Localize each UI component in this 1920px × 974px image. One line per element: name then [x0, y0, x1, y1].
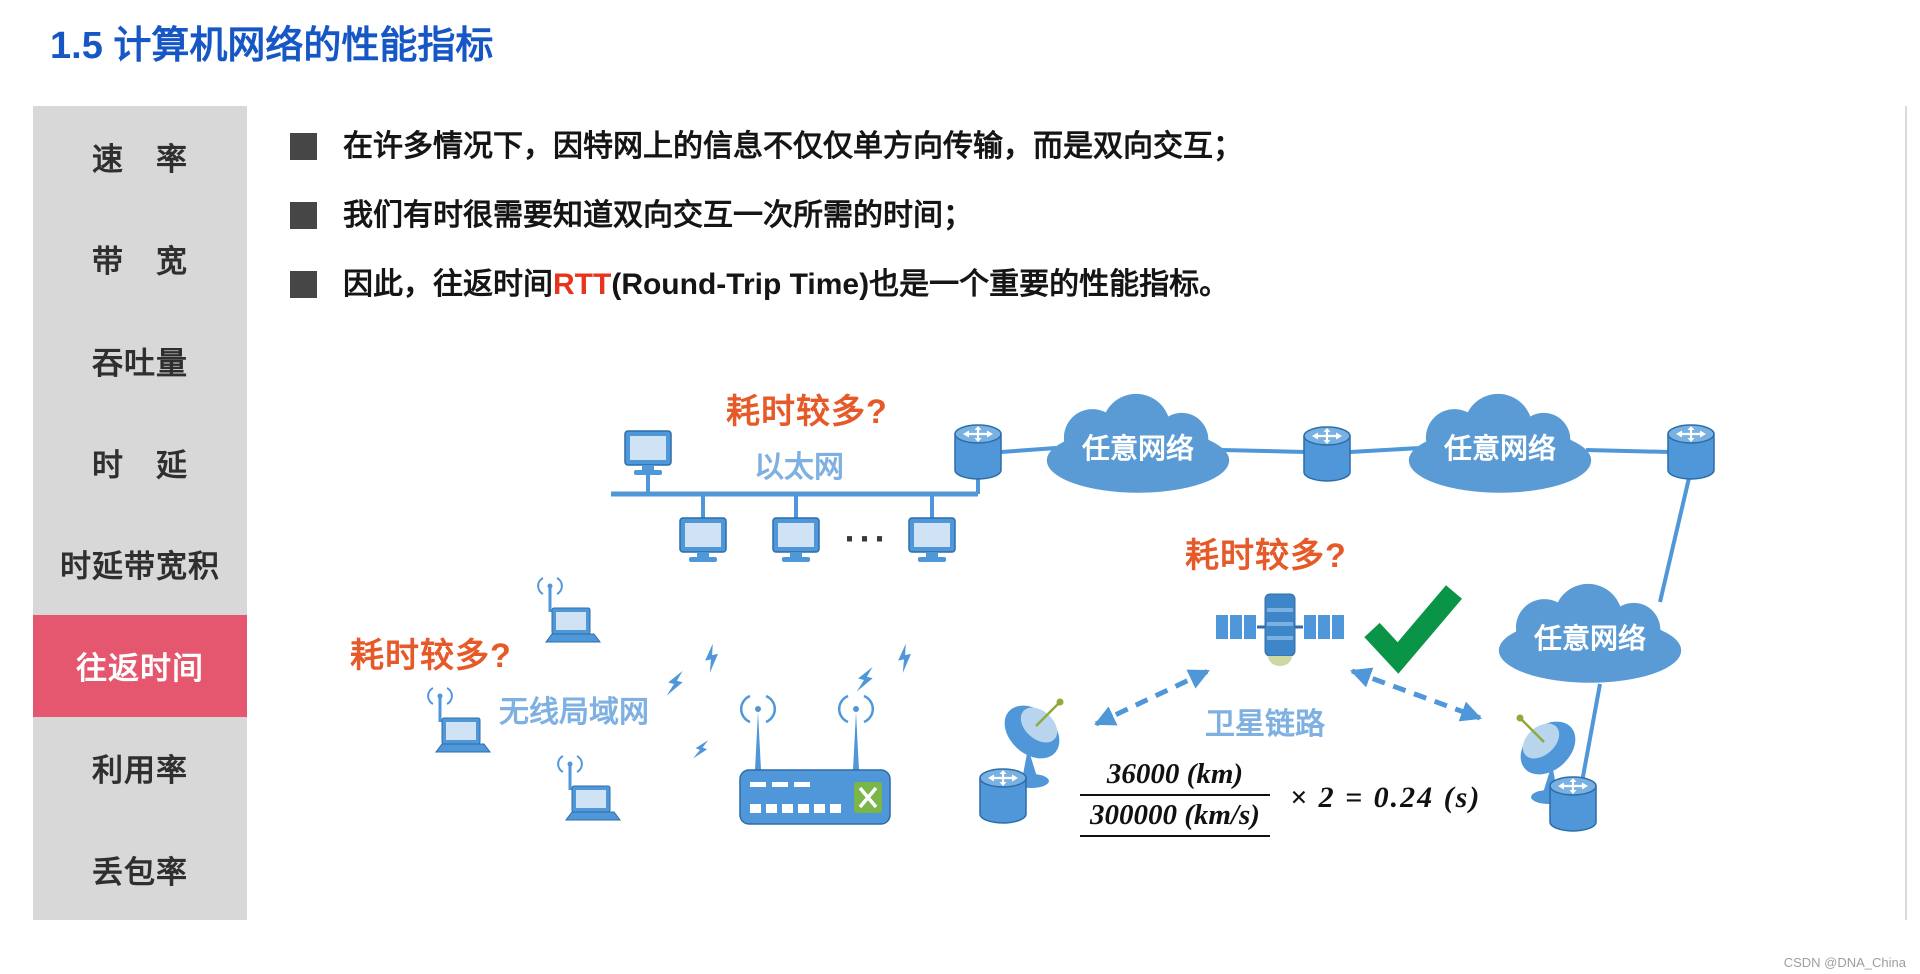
- ap-antenna-icon: [739, 694, 777, 772]
- bullet-square-icon: [290, 133, 317, 160]
- router-icon: [953, 423, 1003, 481]
- formula-fraction: 36000 (km) 300000 (km/s): [1080, 758, 1270, 837]
- wireless-laptop-icon: [556, 754, 622, 822]
- cloud-icon: [1408, 393, 1592, 493]
- sidebar-item-delay-bandwidth-product: 时延带宽积: [60, 549, 220, 585]
- time-cost-label-satellite: 耗时较多?: [1185, 537, 1347, 575]
- backbone-links: [1000, 446, 1691, 783]
- wireless-laptop-icon: [536, 576, 602, 644]
- bullet-1-text: 在许多情况下，因特网上的信息不仅仅单方向传输，而是双向交互；: [343, 130, 1243, 163]
- router-icon: [978, 767, 1028, 825]
- router-icon: [1666, 423, 1716, 481]
- rtt-formula: 36000 (km) 300000 (km/s) × 2 = 0.24 (s): [1080, 758, 1481, 837]
- any-network-label: 任意网络: [1081, 432, 1194, 464]
- bullet-1: 在许多情况下，因特网上的信息不仅仅单方向传输，而是双向交互；: [290, 128, 1790, 166]
- page-title: 1.5 计算机网络的性能指标: [50, 25, 494, 67]
- router-icon: [1548, 775, 1598, 833]
- desktop-icon: [772, 517, 820, 563]
- bullet-3-pre: 因此，往返时间: [343, 268, 553, 301]
- cloud-icon: [1046, 393, 1230, 493]
- bullet-2-text: 我们有时很需要知道双向交互一次所需的时间；: [343, 199, 973, 232]
- router-icon: [1302, 425, 1352, 483]
- lightning-icon: [664, 668, 686, 699]
- bullet-square-icon: [290, 202, 317, 229]
- sidebar-item-packet-loss: 丢包率: [92, 854, 188, 890]
- bullet-2: 我们有时很需要知道双向交互一次所需的时间；: [290, 197, 1790, 235]
- sidebar-item-utilization: 利用率: [92, 752, 188, 788]
- time-cost-label-wlan: 耗时较多?: [350, 637, 512, 675]
- watermark: CSDN @DNA_China: [1783, 955, 1906, 970]
- bullet-3-post: (Round-Trip Time)也是一个重要的性能指标。: [611, 268, 1230, 301]
- bullet-3: 因此，往返时间RTT(Round-Trip Time)也是一个重要的性能指标。: [290, 266, 1790, 304]
- bullet-square-icon: [290, 271, 317, 298]
- time-cost-label-ethernet: 耗时较多?: [726, 393, 888, 431]
- bullet-3-text: 因此，往返时间RTT(Round-Trip Time)也是一个重要的性能指标。: [343, 266, 1229, 304]
- any-network-label: 任意网络: [1533, 622, 1646, 654]
- lightning-icon: [854, 664, 876, 695]
- lightning-icon: [691, 737, 711, 762]
- desktop-icon: [679, 517, 727, 563]
- lightning-icon: [702, 643, 722, 674]
- cloud-icon: [1498, 583, 1682, 683]
- ethernet-segment: [611, 475, 980, 520]
- sidebar-item-bandwidth: 带 宽: [92, 244, 188, 280]
- ellipsis: ···: [845, 518, 890, 559]
- satellite-dish-icon: [992, 693, 1072, 790]
- sidebar: 速 率 带 宽 吞吐量 时 延 时延带宽积 往返时间 利用率 丢包率: [33, 106, 247, 920]
- satellite-icon: [1213, 592, 1347, 668]
- rtt-highlight: RTT: [553, 268, 612, 301]
- access-point-icon: [738, 768, 892, 826]
- satellite-link-arrows: [1094, 667, 1482, 727]
- formula-numerator: 36000 (km): [1080, 758, 1270, 796]
- ap-antenna-icon: [837, 694, 875, 772]
- sidebar-item-round-trip-time: 往返时间: [33, 614, 247, 717]
- ethernet-label: 以太网: [754, 451, 844, 484]
- formula-denominator: 300000 (km/s): [1080, 796, 1270, 837]
- desktop-icon: [624, 430, 672, 476]
- desktop-icon: [908, 517, 956, 563]
- checkmark-icon: [1364, 585, 1463, 674]
- wlan-label: 无线局域网: [499, 696, 649, 729]
- lightning-icon: [895, 643, 915, 674]
- any-network-label: 任意网络: [1443, 432, 1556, 464]
- satellite-link-label: 卫星链路: [1205, 707, 1326, 741]
- sidebar-item-delay: 时 延: [92, 447, 188, 483]
- sidebar-item-throughput: 吞吐量: [92, 345, 188, 381]
- satellite-dish-icon: [1508, 709, 1588, 806]
- formula-result: × 2 = 0.24 (s): [1289, 780, 1482, 814]
- sidebar-item-rate: 速 率: [92, 142, 188, 178]
- wireless-laptop-icon: [426, 686, 492, 754]
